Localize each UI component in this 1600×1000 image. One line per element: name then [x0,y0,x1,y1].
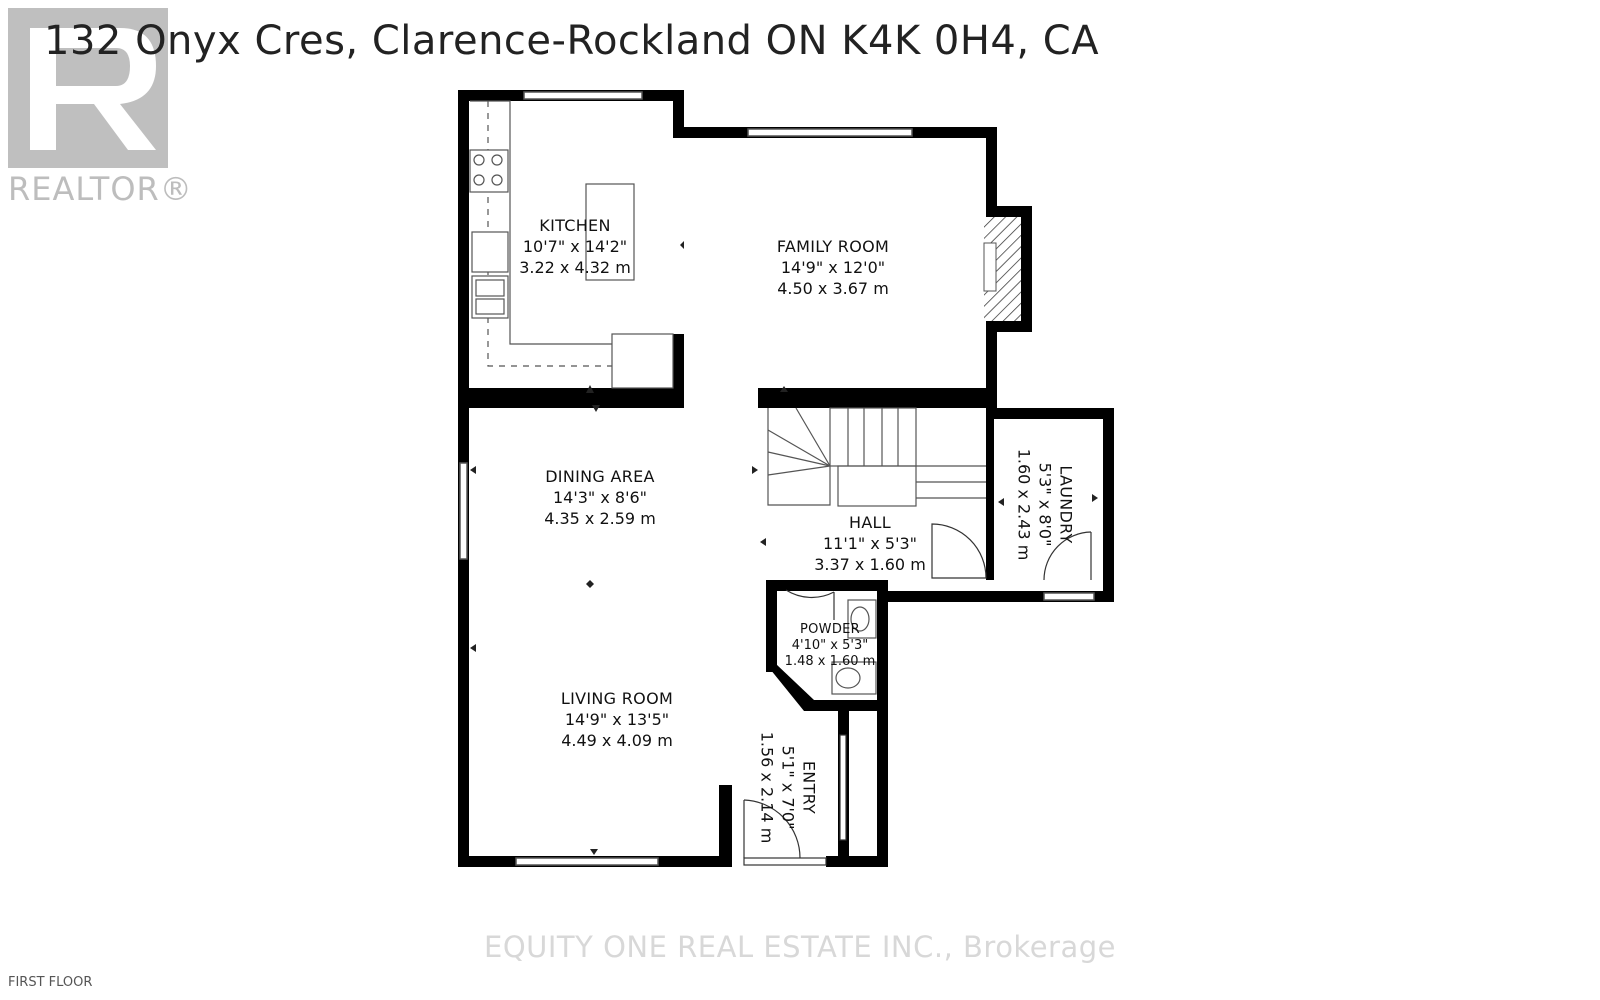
room-label-kitchen: KITCHEN 10'7" x 14'2" 3.22 x 4.32 m [508,215,642,278]
room-label-dining-area: DINING AREA 14'3" x 8'6" 4.35 x 2.59 m [530,466,670,529]
room-dimensions-metric: 3.37 x 1.60 m [814,555,926,574]
room-name: LAUNDRY [1056,465,1076,544]
room-name: HALL [848,513,891,532]
room-dimensions-imperial: 14'3" x 8'6" [552,488,648,507]
room-name: POWDER [800,622,860,637]
room-dimensions-imperial: 14'9" x 13'5" [564,710,670,729]
room-dimensions-metric: 4.50 x 3.67 m [777,279,889,298]
room-dimensions-imperial: 10'7" x 14'2" [522,237,628,256]
stairs-icon [767,407,986,507]
realtor-logo-text: REALTOR® [8,170,193,208]
room-dimensions-metric: 4.35 x 2.59 m [544,509,656,528]
room-label-entry: ENTRY 5'1" x 7'0" 1.56 x 2.14 m [757,726,820,850]
room-label-powder: POWDER 4'10" x 5'3" 1.48 x 1.60 m [778,622,882,670]
room-name: FAMILY ROOM [776,237,890,256]
room-dimensions-metric: 1.60 x 2.43 m [1014,448,1034,561]
room-label-living-room: LIVING ROOM 14'9" x 13'5" 4.49 x 4.09 m [540,688,694,751]
room-dimensions-metric: 3.22 x 4.32 m [519,258,631,277]
interior-walls [458,334,997,867]
markers [470,241,1098,855]
fireplace-icon [983,217,1021,321]
room-label-laundry: LAUNDRY 5'3" x 8'0" 1.60 x 2.43 m [1014,440,1077,570]
listing-address: 132 Onyx Cres, Clarence-Rockland ON K4K … [44,18,1100,64]
room-dimensions-imperial: 5'1" x 7'0" [778,745,798,830]
room-dimensions-metric: 1.56 x 2.14 m [757,731,777,844]
realtor-logo: REALTOR® [8,8,193,208]
room-name: DINING AREA [545,467,655,486]
room-dimensions-imperial: 5'3" x 8'0" [1035,462,1055,547]
room-label-hall: HALL 11'1" x 5'3" 3.37 x 1.60 m [800,512,940,575]
powder-fixtures [831,599,877,695]
room-dimensions-imperial: 11'1" x 5'3" [822,534,918,553]
floor-label: FIRST FLOOR [8,975,93,990]
room-label-family-room: FAMILY ROOM 14'9" x 12'0" 4.50 x 3.67 m [758,236,908,299]
room-dimensions-imperial: 4'10" x 5'3" [791,638,869,653]
brokerage-watermark: EQUITY ONE REAL ESTATE INC., Brokerage [484,930,1116,964]
room-dimensions-metric: 4.49 x 4.09 m [561,731,673,750]
room-name: KITCHEN [539,216,611,235]
kitchen-fixtures [469,100,674,389]
room-name: ENTRY [799,760,819,815]
room-dimensions-metric: 1.48 x 1.60 m [784,654,876,669]
windows [459,91,1095,866]
doors [743,523,1092,866]
realtor-r-logo-icon [8,8,168,168]
room-name: LIVING ROOM [560,689,674,708]
room-dimensions-imperial: 14'9" x 12'0" [780,258,886,277]
